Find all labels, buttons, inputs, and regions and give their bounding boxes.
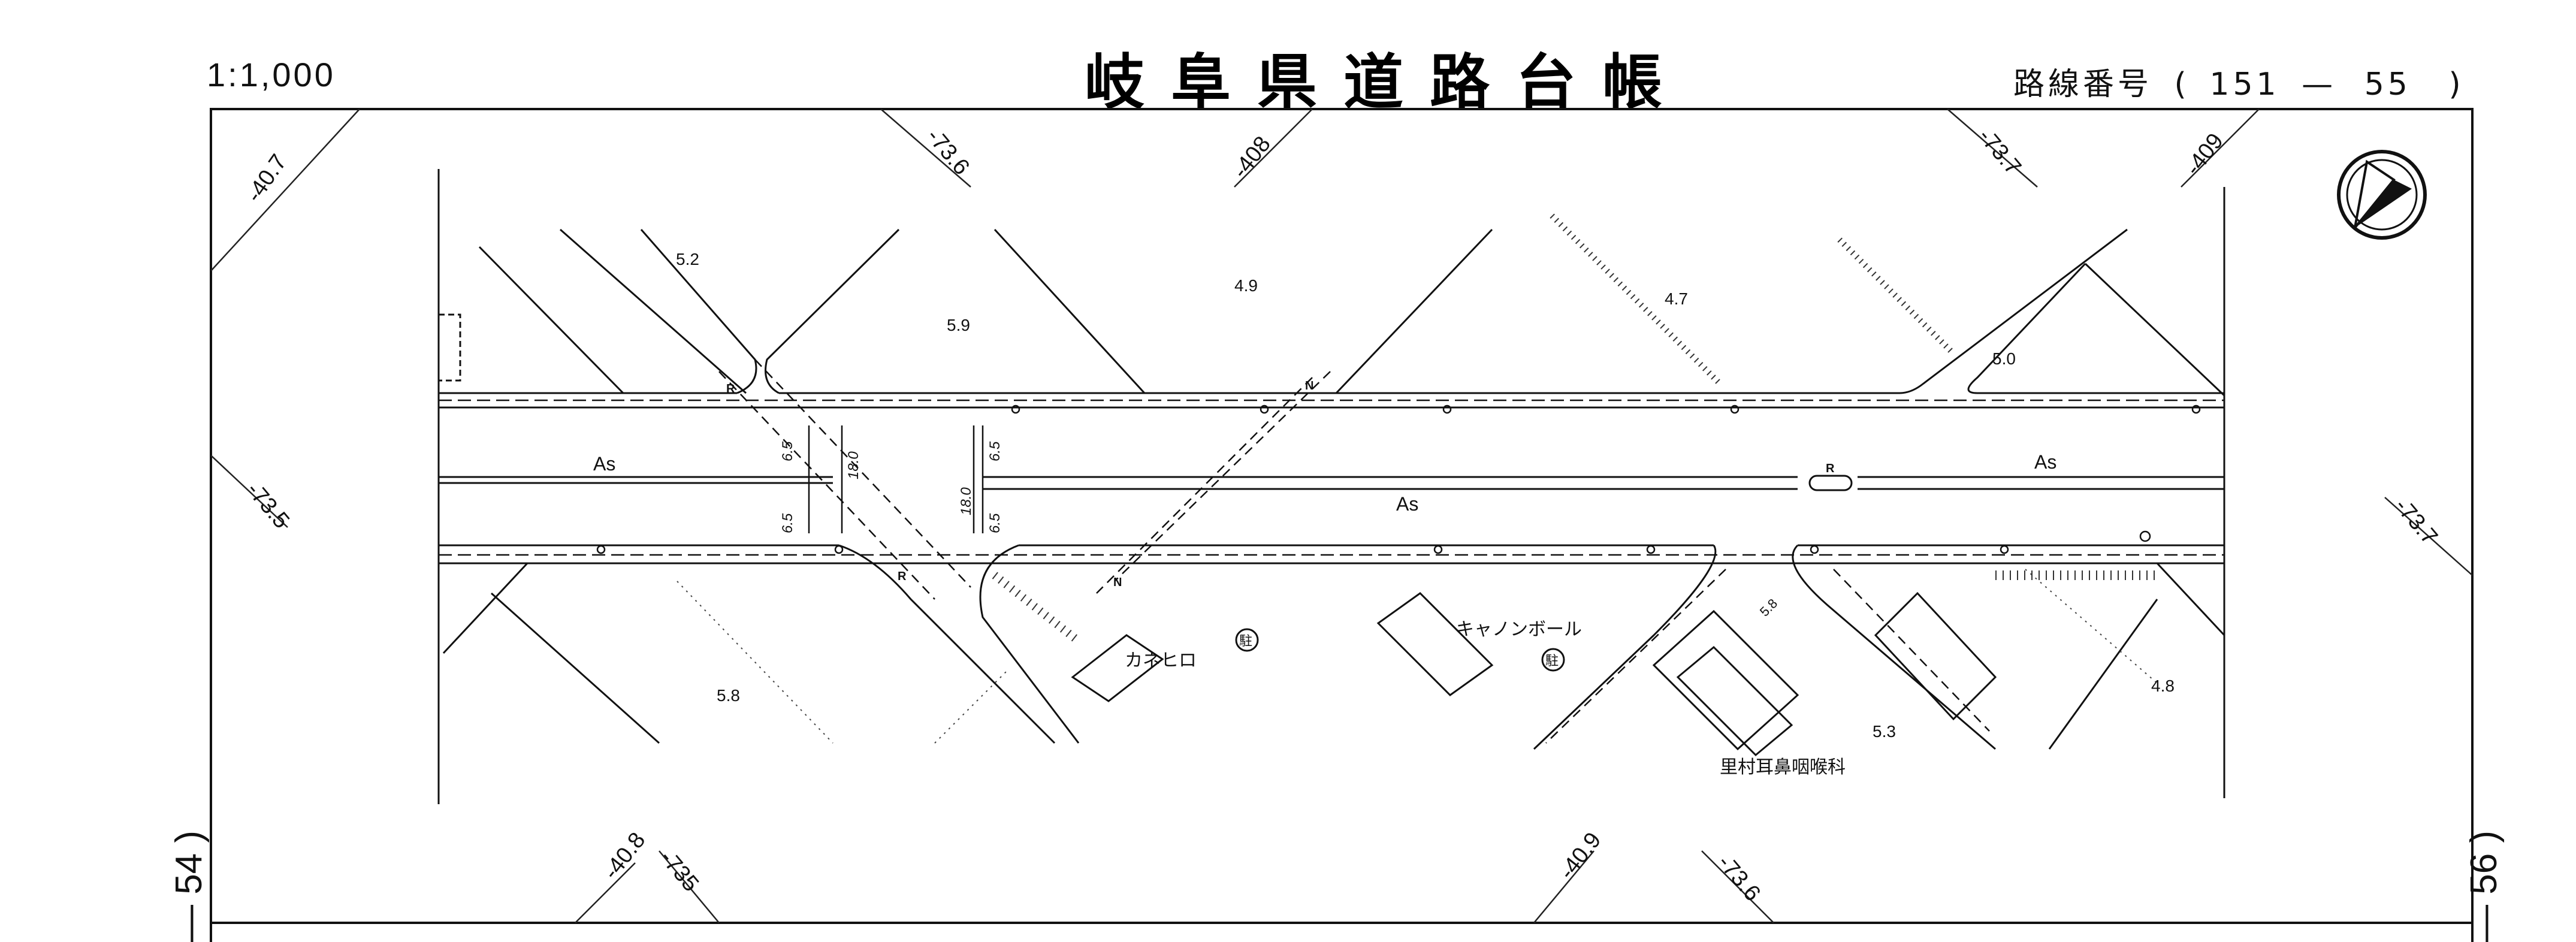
road-surface-label: As xyxy=(1396,493,1418,515)
map-frame xyxy=(210,108,2474,942)
road-surface-label: As xyxy=(593,453,615,475)
grid-label: -40.8 xyxy=(599,828,650,884)
route-dash: — xyxy=(2302,67,2337,102)
dotted-boundaries xyxy=(677,569,2158,744)
elevation-label: 5.3 xyxy=(1873,722,1896,741)
elevation-label: 5.8 xyxy=(1757,596,1780,619)
width-label: 6.5 xyxy=(987,441,1003,461)
road-centerlines xyxy=(439,399,2224,556)
building-label-clinic: 里村耳鼻咽喉科 xyxy=(1720,757,1846,778)
elevation-label: 5.8 xyxy=(717,686,740,705)
building-label-group: カネヒロ キャノンボール 里村耳鼻咽喉科 xyxy=(1125,619,1846,778)
grid-lines xyxy=(210,108,2473,923)
width-label: 6.5 xyxy=(987,513,1003,533)
parking-label: 駐 xyxy=(1545,654,1559,669)
marker-r: R xyxy=(898,570,907,583)
marker-n: N xyxy=(1305,379,1313,393)
north-arrow-icon xyxy=(2337,150,2427,240)
road-surface-label: As xyxy=(2034,451,2056,473)
grid-label: -73.5 xyxy=(241,478,294,533)
main-road xyxy=(439,392,2224,564)
grid-label: -409 xyxy=(2181,129,2228,180)
buildings xyxy=(437,313,1997,757)
page-title: 岐阜県道路台帳 xyxy=(1085,47,1689,117)
width-label: 6.5 xyxy=(780,441,796,461)
grid-label: -735 xyxy=(655,846,703,896)
building-label-kanehiro: カネヒロ xyxy=(1125,650,1197,671)
width-group: 6.5 18.0 6.5 6.5 18.0 6.5 xyxy=(780,441,1003,533)
elevation-label: 4.8 xyxy=(2151,677,2175,695)
width-dimension-lines xyxy=(808,425,984,533)
cross-streets xyxy=(442,228,2225,750)
route-close: ) xyxy=(2448,67,2465,102)
building-label-canon-ball: キャノンボール xyxy=(1456,619,1582,640)
route-number: 路線番号 ( 151 — 55 ) xyxy=(2013,59,2465,104)
map-scale: 1:1,000 xyxy=(207,56,336,93)
width-label: 6.5 xyxy=(780,513,796,533)
elevation-label: 5.0 xyxy=(1992,349,2016,368)
elevation-label: 4.7 xyxy=(1665,289,1688,308)
utility-poles xyxy=(596,404,2201,554)
route-label: 路線番号 xyxy=(2013,67,2153,102)
parking-icons: 駐 駐 xyxy=(1235,628,1565,672)
surface-group: As As As xyxy=(593,451,2056,515)
width-label: 18.0 xyxy=(958,487,974,515)
grid-label: -40.9 xyxy=(1554,828,1606,884)
marker-r: R xyxy=(726,382,735,395)
elevation-label: 4.9 xyxy=(1234,276,1258,295)
marker-n: N xyxy=(1113,576,1122,589)
crosswalks xyxy=(718,359,1990,744)
grid-label: -40.7 xyxy=(241,150,292,207)
parking-icon xyxy=(1541,648,1565,672)
width-label: 18.0 xyxy=(845,451,862,479)
elevation-group: 5.2 5.9 4.9 4.7 5.0 5.8 5.8 5.3 4.8 xyxy=(676,250,2175,741)
slope-hatching xyxy=(992,213,2157,645)
grid-label: -73.7 xyxy=(1973,124,2026,180)
route-open: ( xyxy=(2174,67,2190,102)
marker-r: R xyxy=(1826,462,1835,475)
elevation-label: 5.2 xyxy=(676,250,699,268)
parking-label: 駐 xyxy=(1239,634,1252,649)
marker-group: R R R N N xyxy=(726,379,1835,589)
grid-label: -408 xyxy=(1228,132,1276,183)
route-left: 151 xyxy=(2209,67,2280,102)
parking-icon xyxy=(1235,628,1259,652)
route-right: 55 xyxy=(2364,67,2411,102)
elevation-label: 5.9 xyxy=(947,316,970,334)
grid-label: -73.6 xyxy=(1713,850,1765,906)
